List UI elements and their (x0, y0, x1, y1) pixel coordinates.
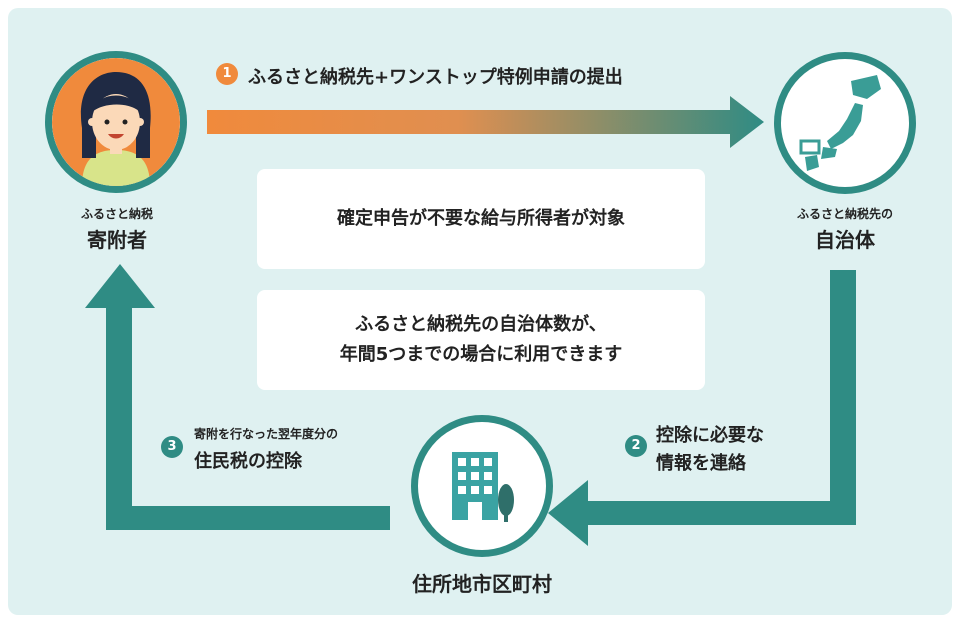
japan-map-icon (799, 75, 881, 171)
arrow-step-1 (207, 96, 764, 148)
flow-arrows (85, 96, 856, 546)
condition-2-line-2: 年間5つまでの場合に利用できます (339, 344, 623, 365)
step-3-number: 3 (161, 436, 183, 458)
condition-2-line-1: ふるさと納税先の自治体数が、 (355, 314, 607, 335)
municipality-label: 自治体 (815, 228, 875, 252)
office-building-icon (452, 452, 514, 522)
arrow-step-2 (548, 270, 856, 546)
condition-box-1: 確定申告が不要な給与所得者が対象 (257, 169, 705, 269)
condition-box-2: ふるさと納税先の自治体数が、 年間5つまでの場合に利用できます (257, 290, 705, 390)
residence-circle (411, 415, 553, 557)
step-2-line-2: 情報を連絡 (656, 453, 746, 474)
donor-sublabel: ふるさと納税 (80, 207, 153, 221)
step-3-line-2: 住民税の控除 (194, 451, 302, 472)
step-1-number: 1 (216, 63, 238, 85)
step-2-number: 2 (625, 435, 647, 457)
donor-circle (45, 51, 187, 193)
woman-avatar-icon (52, 58, 180, 186)
municipality-sublabel: ふるさと納税先の (796, 207, 893, 221)
arrow-step-3 (85, 264, 390, 530)
step-3-line-1: 寄附を行なった翌年度分の (194, 427, 339, 441)
condition-1-line-1: 確定申告が不要な給与所得者が対象 (337, 208, 625, 229)
residence-label: 住所地市区町村 (412, 572, 552, 596)
step-2-line-1: 控除に必要な (656, 425, 764, 446)
donor-label: 寄附者 (87, 228, 147, 252)
furusato-onestop-diagram: ふるさと納税 寄附者 ふるさと納税先の 自治体 住所地市区町村 確定申 (8, 8, 952, 615)
municipality-circle (774, 52, 916, 194)
step-1-label: ふるさと納税先+ワンストップ特例申請の提出 (248, 67, 623, 88)
